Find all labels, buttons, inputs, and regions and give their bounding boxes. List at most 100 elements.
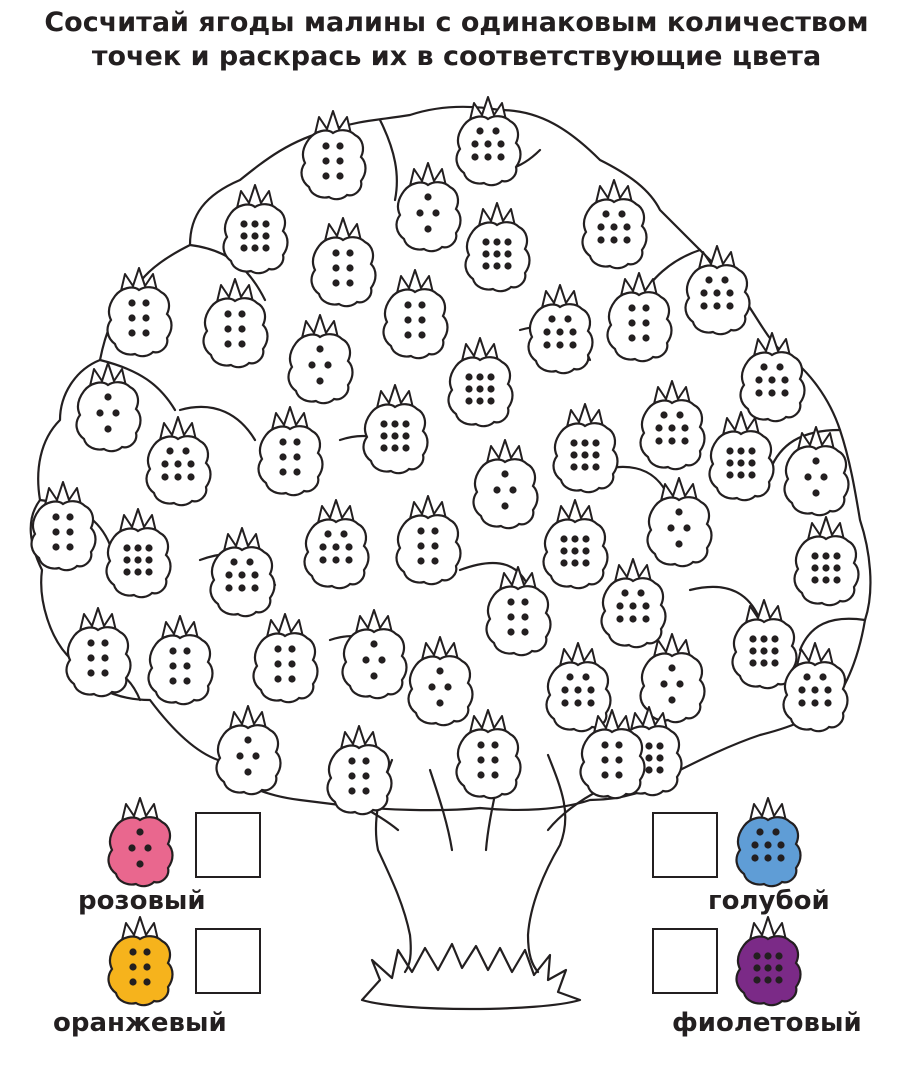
legend-berry-purple[interactable] [735,916,802,1007]
raspberry-berry[interactable] [639,633,706,724]
berry-dot [771,647,779,655]
raspberry-berry[interactable] [545,642,612,733]
answer-box-blue[interactable] [652,812,718,878]
raspberry-berry[interactable] [447,337,514,428]
berry-dot [621,589,629,597]
berry-dot [683,524,691,532]
raspberry-berry[interactable] [579,709,646,800]
berry-dot [569,341,577,349]
raspberry-berry[interactable] [739,332,806,423]
berry-dot [543,341,551,349]
raspberry-berry[interactable] [75,362,142,453]
raspberry-berry[interactable] [382,269,449,360]
raspberry-berry[interactable] [395,495,462,586]
berry-leaves [698,245,736,270]
raspberry-berry[interactable] [731,599,798,690]
raspberry-berry[interactable] [202,278,269,369]
berry-dot [833,564,841,572]
berry-dot [418,331,426,339]
berry-leaves [317,499,355,524]
berry-dot [775,952,783,960]
raspberry-berry[interactable] [581,179,648,270]
raspberry-berry[interactable] [209,527,276,618]
raspberry-berry[interactable] [252,613,319,704]
berry-leaves [461,337,499,362]
legend-berry-pink[interactable] [107,797,174,888]
raspberry-berry[interactable] [472,439,539,530]
raspberry-berry[interactable] [684,245,751,336]
answer-box-pink[interactable] [195,812,261,878]
raspberry-berry[interactable] [606,272,673,363]
berry-body [581,198,648,270]
raspberry-berry[interactable] [527,284,594,375]
berry-leaves [749,797,787,822]
raspberry-berry[interactable] [147,615,214,706]
berry-dot [96,409,104,417]
raspberry-berry[interactable] [222,184,289,275]
berry-dot [174,473,182,481]
berry-dot [656,754,664,762]
berry-dot [768,389,776,397]
berry-dot [777,841,785,849]
berry-dot [561,699,569,707]
raspberry-berry[interactable] [65,607,132,698]
answer-box-orange[interactable] [195,928,261,994]
raspberry-berry[interactable] [793,516,860,607]
berry-body [455,115,522,187]
raspberry-berry[interactable] [105,508,172,599]
raspberry-berry[interactable] [485,566,552,657]
berry-dot [656,766,664,774]
raspberry-berry[interactable] [646,477,713,568]
raspberry-berry[interactable] [464,202,531,293]
raspberry-berry[interactable] [639,380,706,471]
berry-dot [822,552,830,560]
raspberry-berry[interactable] [455,96,522,187]
berry-dot [87,639,95,647]
raspberry-berry[interactable] [708,411,775,502]
berry-dot [404,316,412,324]
raspberry-berry[interactable] [303,499,370,590]
berry-dot [487,373,495,381]
raspberry-berry[interactable] [362,384,429,475]
raspberry-berry[interactable] [542,499,609,590]
berry-dot [324,530,332,538]
raspberry-berry[interactable] [30,481,97,572]
berry-dot [582,535,590,543]
raspberry-berry[interactable] [145,416,212,507]
berry-leaves [301,314,339,339]
leaf-curve [798,617,867,652]
berry-dot [504,262,512,270]
raspberry-berry[interactable] [395,162,462,253]
raspberry-berry[interactable] [407,636,474,727]
berry-dot [288,660,296,668]
berry-dot [642,334,650,342]
legend-berry-blue[interactable] [735,797,802,888]
raspberry-berry[interactable] [341,609,408,700]
berry-dot [251,571,259,579]
raspberry-berry[interactable] [215,705,282,796]
berry-dot [569,328,577,336]
raspberry-berry[interactable] [257,406,324,497]
raspberry-berry[interactable] [287,314,354,405]
berry-dot [136,860,144,868]
berry-dot [370,672,378,680]
raspberry-berry[interactable] [455,709,522,800]
berry-dot [601,741,609,749]
berry-dot [713,289,721,297]
raspberry-berry[interactable] [782,642,849,733]
legend-berry-orange[interactable] [107,916,174,1007]
berry-body [579,728,646,800]
raspberry-berry[interactable] [106,267,173,358]
berry-dot [316,345,324,353]
raspberry-berry[interactable] [300,110,367,201]
raspberry-berry[interactable] [552,403,619,494]
raspberry-berry[interactable] [783,426,850,517]
answer-box-purple[interactable] [652,928,718,994]
raspberry-berry[interactable] [310,217,377,308]
berry-dot [833,576,841,584]
raspberry-berry[interactable] [600,558,667,649]
legend-berries [107,797,802,1007]
raspberry-berry[interactable] [326,725,393,816]
berry-leaves [796,642,834,667]
berry-dot [238,584,246,592]
